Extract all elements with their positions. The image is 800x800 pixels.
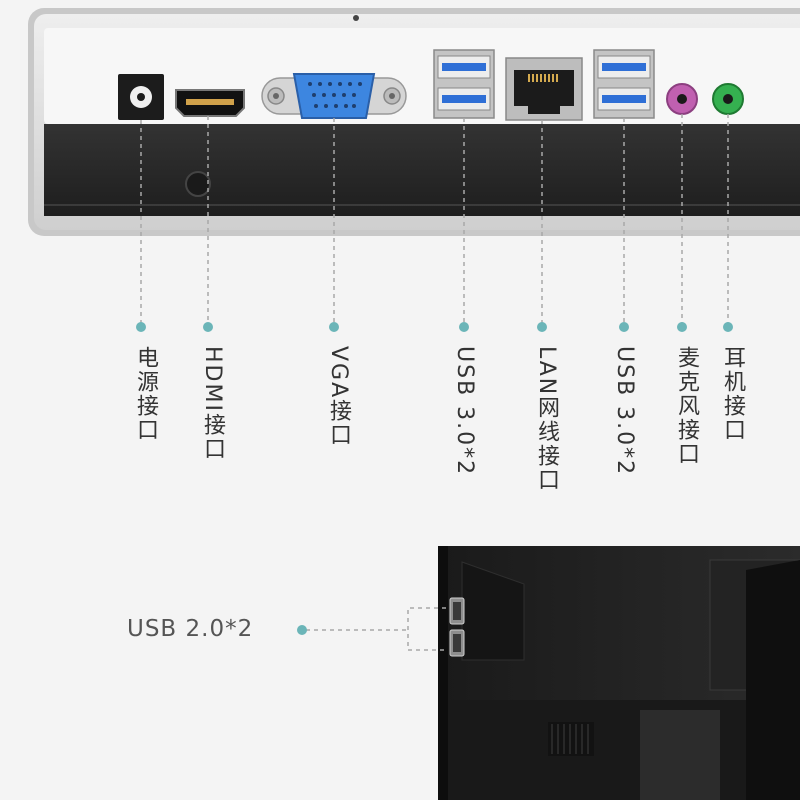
label-usb3-port-b: USB 3.0*2 bbox=[612, 346, 637, 477]
label-usb2-ports: USB 2.0*2 bbox=[127, 616, 254, 642]
leader-dot bbox=[203, 322, 213, 332]
leader-dot bbox=[537, 322, 547, 332]
label-lan-port: LAN网线接口 bbox=[534, 346, 559, 493]
leader-dot bbox=[297, 625, 307, 635]
side-port-bracket bbox=[306, 607, 446, 651]
ethernet-port-icon bbox=[505, 57, 583, 121]
leader-lines bbox=[140, 114, 729, 326]
usb3-port-icon bbox=[433, 49, 495, 119]
label-vga-port: VGA接口 bbox=[326, 346, 351, 448]
kensington-lock-icon bbox=[185, 171, 211, 197]
usb3-port-icon bbox=[593, 49, 655, 119]
leader-dot bbox=[619, 322, 629, 332]
rear-io-panel bbox=[28, 8, 800, 236]
usb2-port-icon bbox=[449, 597, 465, 657]
label-mic-port: 麦克风接口 bbox=[674, 346, 699, 466]
leader-dot bbox=[329, 322, 339, 332]
monitor-side-view bbox=[438, 546, 800, 800]
label-headphone-port: 耳机接口 bbox=[720, 346, 745, 442]
label-usb3-port-a: USB 3.0*2 bbox=[452, 346, 477, 477]
headphone-jack-icon bbox=[712, 83, 744, 115]
leader-dot bbox=[136, 322, 146, 332]
hdmi-port-icon bbox=[175, 89, 245, 117]
leader-dot bbox=[459, 322, 469, 332]
leader-dot bbox=[723, 322, 733, 332]
dc-power-jack-icon bbox=[118, 74, 164, 120]
mic-jack-icon bbox=[666, 83, 698, 115]
leader-dots bbox=[136, 322, 733, 332]
leader-dot bbox=[677, 322, 687, 332]
label-power-port: 电源接口 bbox=[133, 346, 158, 442]
vga-port-icon bbox=[261, 73, 407, 119]
label-hdmi-port: HDMI接口 bbox=[200, 346, 225, 461]
